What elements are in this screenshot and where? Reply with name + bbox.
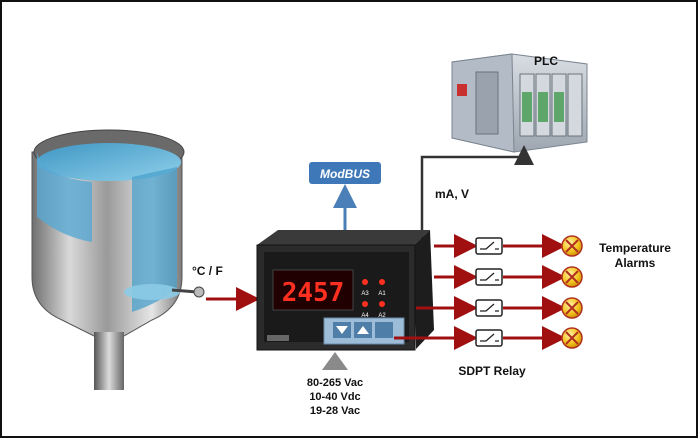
relay-row-3 xyxy=(416,296,583,320)
relay-row-1 xyxy=(434,234,583,258)
power-line-3: 19-28 Vac xyxy=(310,405,360,417)
led-label-a3: A3 xyxy=(361,291,369,297)
power-line-2: 10-40 Vdc xyxy=(309,391,360,403)
relay-row-4 xyxy=(394,326,583,350)
alarms-title-line-1: Temperature xyxy=(599,241,671,255)
analog-output-line xyxy=(420,145,534,242)
chevron-down-icon xyxy=(336,326,348,334)
modbus-box: ModBUS xyxy=(309,162,381,184)
modbus-label: ModBUS xyxy=(320,167,370,181)
tank-outlet-pipe xyxy=(94,332,124,390)
tank-liquid xyxy=(37,143,181,181)
chevron-up-icon xyxy=(357,326,369,334)
meter-display xyxy=(272,269,354,311)
led-label-a1: A1 xyxy=(378,291,386,297)
led-label-a4: A4 xyxy=(361,313,369,319)
tank xyxy=(31,129,185,390)
relay-row-2 xyxy=(434,265,583,289)
panel-meter: 2457 A3 A1 A4 A2 xyxy=(256,230,434,351)
meter-reading: 2457 xyxy=(282,278,345,308)
plc-label: PLC xyxy=(534,54,558,68)
power-arrow-icon xyxy=(322,352,348,370)
plc-device xyxy=(451,53,588,153)
relay-label: SDPT Relay xyxy=(458,364,526,378)
led-label-a2: A2 xyxy=(378,313,386,319)
sensor-unit-label: °C / F xyxy=(192,264,223,278)
alarms-title-line-2: Alarms xyxy=(615,256,656,270)
temperature-probe-icon xyxy=(171,286,205,298)
power-line-1: 80-265 Vac xyxy=(307,377,363,389)
analog-output-label: mA, V xyxy=(435,187,469,201)
meter-enter-button[interactable] xyxy=(375,322,393,338)
